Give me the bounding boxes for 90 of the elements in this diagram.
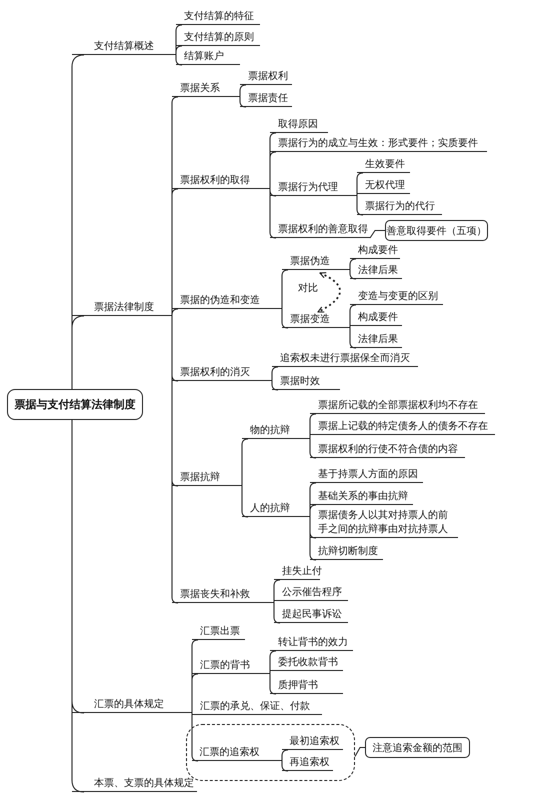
topic-label: 法律后果 xyxy=(350,264,402,279)
topic-label: 票据权利的善意取得 xyxy=(270,223,370,238)
topic-label: 支付结算的特征 xyxy=(176,10,260,25)
topic-label: 票据行为代理 xyxy=(270,181,357,196)
topic-label: 基础关系的事由抗辩 xyxy=(310,490,413,505)
connector-line xyxy=(176,46,182,56)
topic-label: 物的抗辩 xyxy=(242,424,310,439)
topic-label: 票据权利的行使不符合债的内容 xyxy=(310,443,465,458)
connector-line xyxy=(350,258,356,270)
topic-label: 基于持票人方面的原因 xyxy=(310,468,423,483)
connector-line xyxy=(370,230,386,238)
dotted-arrow xyxy=(317,272,341,313)
connector-line xyxy=(274,580,280,604)
topic-label: 抗辩切断制度 xyxy=(310,545,383,560)
connector-line xyxy=(310,516,316,560)
connector-line xyxy=(272,366,278,382)
connector-line xyxy=(350,270,356,280)
topic-label: 公示催告程序 xyxy=(274,586,348,601)
connector-line xyxy=(282,760,288,772)
connector-line xyxy=(192,674,198,714)
topic-label: 票据法律制度 xyxy=(72,301,172,316)
connector-line xyxy=(356,196,364,216)
topic-label: 变造与变更的区别 xyxy=(350,290,443,305)
connector-line xyxy=(272,380,278,390)
topic-label: 汇票的具体规定 xyxy=(72,698,192,713)
topic-label: 无权代理 xyxy=(357,179,410,194)
connector-line xyxy=(172,316,178,604)
connector-line xyxy=(282,308,288,328)
note-box: 善意取得要件（五项） xyxy=(385,220,488,241)
connector-line xyxy=(282,750,288,762)
connector-line xyxy=(270,152,276,190)
topic-label: 汇票的背书 xyxy=(192,659,270,674)
topic-label: 转让背书的效力 xyxy=(270,636,353,651)
connector-line xyxy=(350,328,356,348)
connector-line xyxy=(172,308,178,316)
topic-label: 支付结算概述 xyxy=(72,40,176,55)
connector-line xyxy=(350,304,356,328)
connector-line xyxy=(310,504,316,518)
topic-label: 本票、支票的具体规定 xyxy=(72,777,197,792)
topic-label: 法律后果 xyxy=(350,333,402,348)
connector-line xyxy=(356,172,364,196)
connector-line xyxy=(242,438,248,486)
topic-label: 票据责任 xyxy=(240,92,292,107)
topic-label: 票据债务人以其对持票人的前手之间的抗辩事由对抗持票人 xyxy=(310,509,458,538)
topic-label: 票据权利的取得 xyxy=(172,174,270,189)
topic-label: 票据的伪造和变造 xyxy=(172,294,282,309)
topic-label: 构成要件 xyxy=(350,311,402,326)
topic-label: 质押背书 xyxy=(270,679,343,694)
topic-label: 汇票出票 xyxy=(192,625,245,640)
root-box: 票据与支付结算法律制度 xyxy=(7,389,143,420)
edge-label: 对比 xyxy=(298,282,318,294)
connector-line xyxy=(192,712,198,762)
note-box: 注意追索金额的范围 xyxy=(365,737,470,758)
connector-line xyxy=(354,747,366,757)
topic-label: 挂失止付 xyxy=(274,565,320,580)
topic-label: 票据行为的成立与生效：形式要件；实质要件 xyxy=(270,137,487,152)
connector-line xyxy=(310,438,316,458)
topic-label: 票据所记载的全部票据权利均不存在 xyxy=(310,399,485,414)
connector-line xyxy=(270,188,276,238)
topic-label: 取得原因 xyxy=(270,118,328,133)
topic-label: 票据变造 xyxy=(282,313,350,328)
connector-line xyxy=(240,96,246,108)
topic-label: 构成要件 xyxy=(350,244,400,259)
connector-line xyxy=(72,316,84,390)
topic-label: 票据伪造 xyxy=(282,255,350,270)
connector-line xyxy=(242,486,248,518)
connector-line xyxy=(274,602,280,624)
topic-label: 票据权利 xyxy=(240,70,292,85)
topic-label: 汇票的承兑、保证、付款 xyxy=(192,700,322,715)
topic-label: 人的抗辩 xyxy=(242,502,310,517)
topic-label: 最初追索权 xyxy=(282,734,342,750)
topic-label: 追索权未进行票据保全而消灭 xyxy=(272,352,418,367)
topic-label: 票据时效 xyxy=(272,375,340,390)
topic-label: 提起民事诉讼 xyxy=(274,608,348,623)
topic-label: 票据抗辩 xyxy=(172,471,242,486)
topic-label: 票据上记载的特定债务人的债务不存在 xyxy=(310,420,495,435)
topic-label: 结算账户 xyxy=(176,50,240,65)
topic-label: 票据关系 xyxy=(172,82,240,97)
connector-line xyxy=(270,674,276,694)
topic-label: 票据丧失和补救 xyxy=(172,588,274,603)
topic-label: 汇票的追索权 xyxy=(192,746,282,760)
connector-line xyxy=(240,84,246,98)
topic-label: 票据行为的代行 xyxy=(357,200,442,215)
topic-label: 票据权利的消灭 xyxy=(172,366,272,381)
connector-line xyxy=(176,54,182,66)
topic-label: 生效要件 xyxy=(357,158,410,173)
topic-label: 委托收款背书 xyxy=(270,656,343,671)
connector-line xyxy=(282,270,288,310)
topic-label: 再追索权 xyxy=(282,756,332,770)
topic-label: 支付结算的原则 xyxy=(176,31,260,46)
